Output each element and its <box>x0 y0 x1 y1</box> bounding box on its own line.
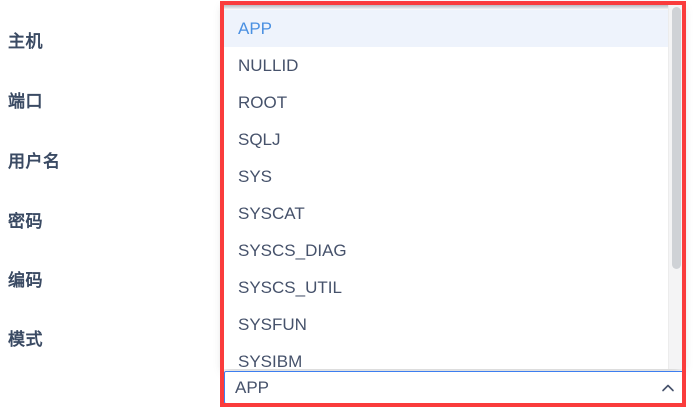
schema-option-syscat[interactable]: SYSCAT <box>238 204 305 223</box>
dropdown-scrollbar[interactable] <box>668 5 682 369</box>
connection-form-label-column: 主机 端口 用户名 密码 编码 模式 <box>0 0 215 412</box>
schema-option-syscs-diag[interactable]: SYSCS_DIAG <box>238 241 347 260</box>
schema-option-sysibm[interactable]: SYSIBM <box>238 352 303 369</box>
schema-option-root[interactable]: ROOT <box>238 93 288 112</box>
schema-dropdown-panel[interactable]: APP NULLID ROOT SQLJ SYS SYSCAT SYSCS_DI… <box>224 5 682 369</box>
dropdown-scrollbar-thumb[interactable] <box>672 7 681 269</box>
schema-option-sqlj[interactable]: SQLJ <box>238 130 281 149</box>
form-label-port: 端口 <box>8 92 43 111</box>
form-label-password: 密码 <box>8 212 43 231</box>
schema-select-value[interactable]: APP <box>235 379 270 396</box>
schema-select-control[interactable]: APP <box>224 371 686 404</box>
form-label-username: 用户名 <box>8 152 61 171</box>
form-label-encoding: 编码 <box>8 271 43 290</box>
schema-option-sysfun[interactable]: SYSFUN <box>238 315 307 334</box>
schema-option-syscs-util[interactable]: SYSCS_UTIL <box>238 278 342 297</box>
schema-option-sys[interactable]: SYS <box>238 167 273 186</box>
schema-option-list[interactable]: APP NULLID ROOT SQLJ SYS SYSCAT SYSCS_DI… <box>224 10 682 369</box>
form-label-host: 主机 <box>8 32 43 51</box>
form-label-schema: 模式 <box>8 330 43 349</box>
schema-option-app[interactable]: APP <box>224 10 682 47</box>
schema-option-nullid[interactable]: NULLID <box>238 56 299 75</box>
chevron-up-icon[interactable] <box>651 372 685 403</box>
dropdown-top-shadow <box>224 5 682 10</box>
